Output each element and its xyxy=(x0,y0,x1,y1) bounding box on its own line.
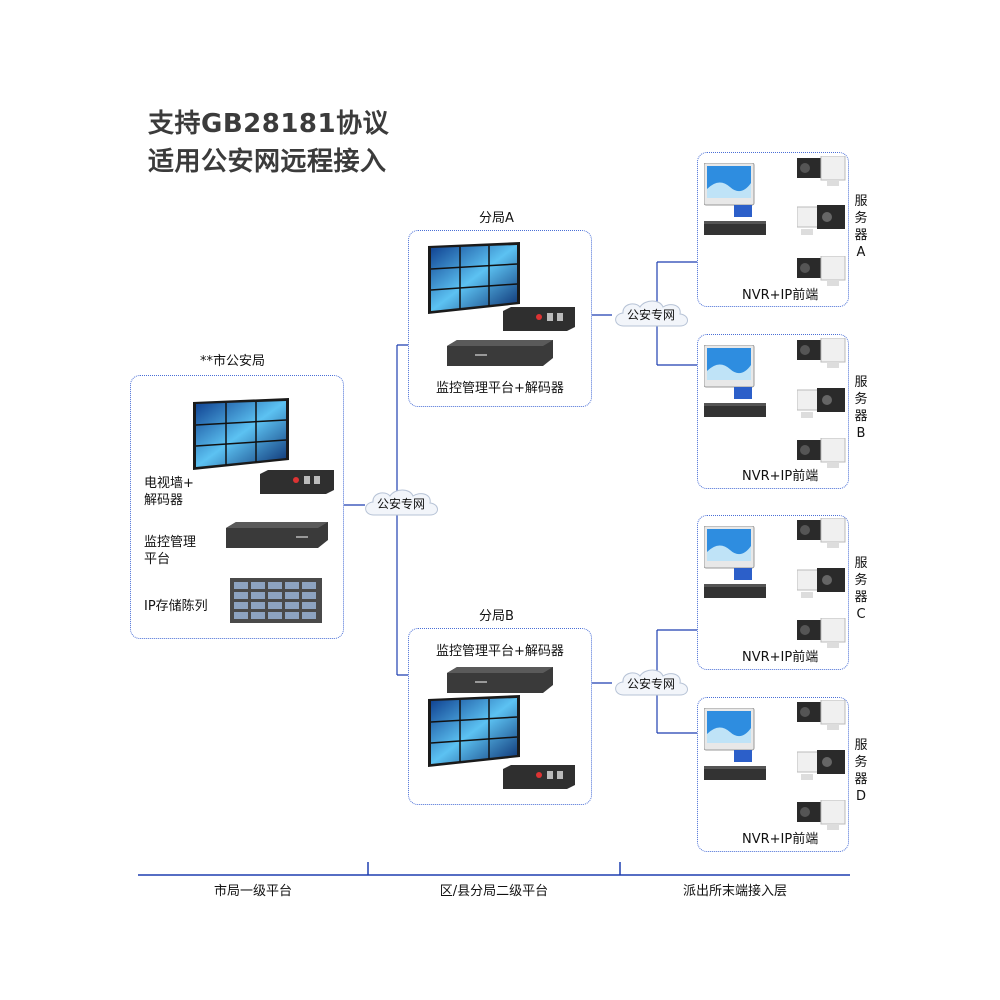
ip-camera-icon xyxy=(797,518,846,548)
network-cloud-main: 公安专网 xyxy=(360,486,442,520)
network-cloud-b: 公安专网 xyxy=(610,666,692,700)
ip-camera-icon xyxy=(797,750,845,780)
decoder-icon xyxy=(260,470,334,494)
ip-camera-icon xyxy=(797,156,846,186)
decoder-icon xyxy=(503,307,575,331)
video-wall-icon xyxy=(428,695,520,767)
ip-camera-icon xyxy=(797,568,845,598)
headline-line-2: 适用公安网远程接入 xyxy=(148,147,387,177)
cloud-icon xyxy=(365,489,438,516)
ip-camera-icon xyxy=(797,338,846,368)
platform-label-2: 平台 xyxy=(144,552,171,567)
ip-camera-icon xyxy=(797,388,845,418)
footer-station-level: 派出所末端接入层 xyxy=(682,884,787,899)
front-end-label: NVR+IP前端 xyxy=(742,469,819,484)
ip-camera-icon xyxy=(797,438,846,468)
network-label: 公安专网 xyxy=(626,308,675,322)
cloud-icon xyxy=(615,300,688,327)
ip-camera-icon xyxy=(797,800,846,830)
monitor-nvr-icon xyxy=(704,708,766,780)
cloud-icon xyxy=(615,669,688,696)
network-label: 公安专网 xyxy=(376,497,425,511)
decoder-icon xyxy=(503,765,575,789)
branch-b-label: 监控管理平台+解码器 xyxy=(436,644,564,659)
tv-wall-label-1: 电视墙+ xyxy=(144,476,194,491)
video-wall-icon xyxy=(428,242,520,314)
city-title: **市公安局 xyxy=(200,354,266,369)
footer-city-level: 市局一级平台 xyxy=(213,884,292,899)
platform-server-icon xyxy=(447,667,553,693)
ip-camera-icon xyxy=(797,256,846,286)
tv-wall-label-2: 解码器 xyxy=(144,493,184,508)
platform-label-1: 监控管理 xyxy=(144,535,197,550)
platform-server-icon xyxy=(226,522,328,548)
headline-line-1: 支持GB28181协议 xyxy=(148,109,390,139)
ip-camera-icon xyxy=(797,618,846,648)
branch-b-title: 分局B xyxy=(479,609,514,624)
front-end-label: NVR+IP前端 xyxy=(742,650,819,665)
branch-a-label: 监控管理平台+解码器 xyxy=(436,381,564,396)
branch-a-title: 分局A xyxy=(479,211,514,226)
storage-label: IP存储陈列 xyxy=(144,599,208,614)
front-end-label: NVR+IP前端 xyxy=(742,832,819,847)
ip-camera-icon xyxy=(797,700,846,730)
video-wall-icon xyxy=(193,398,289,470)
storage-array-icon xyxy=(230,578,322,623)
platform-server-icon xyxy=(447,340,553,366)
network-label: 公安专网 xyxy=(626,677,675,691)
front-end-label: NVR+IP前端 xyxy=(742,288,819,303)
monitor-nvr-icon xyxy=(704,163,766,235)
ip-camera-icon xyxy=(797,205,845,235)
network-cloud-a: 公安专网 xyxy=(610,297,692,331)
footer-district-level: 区/县分局二级平台 xyxy=(439,884,549,899)
monitor-nvr-icon xyxy=(704,345,766,417)
monitor-nvr-icon xyxy=(704,526,766,598)
